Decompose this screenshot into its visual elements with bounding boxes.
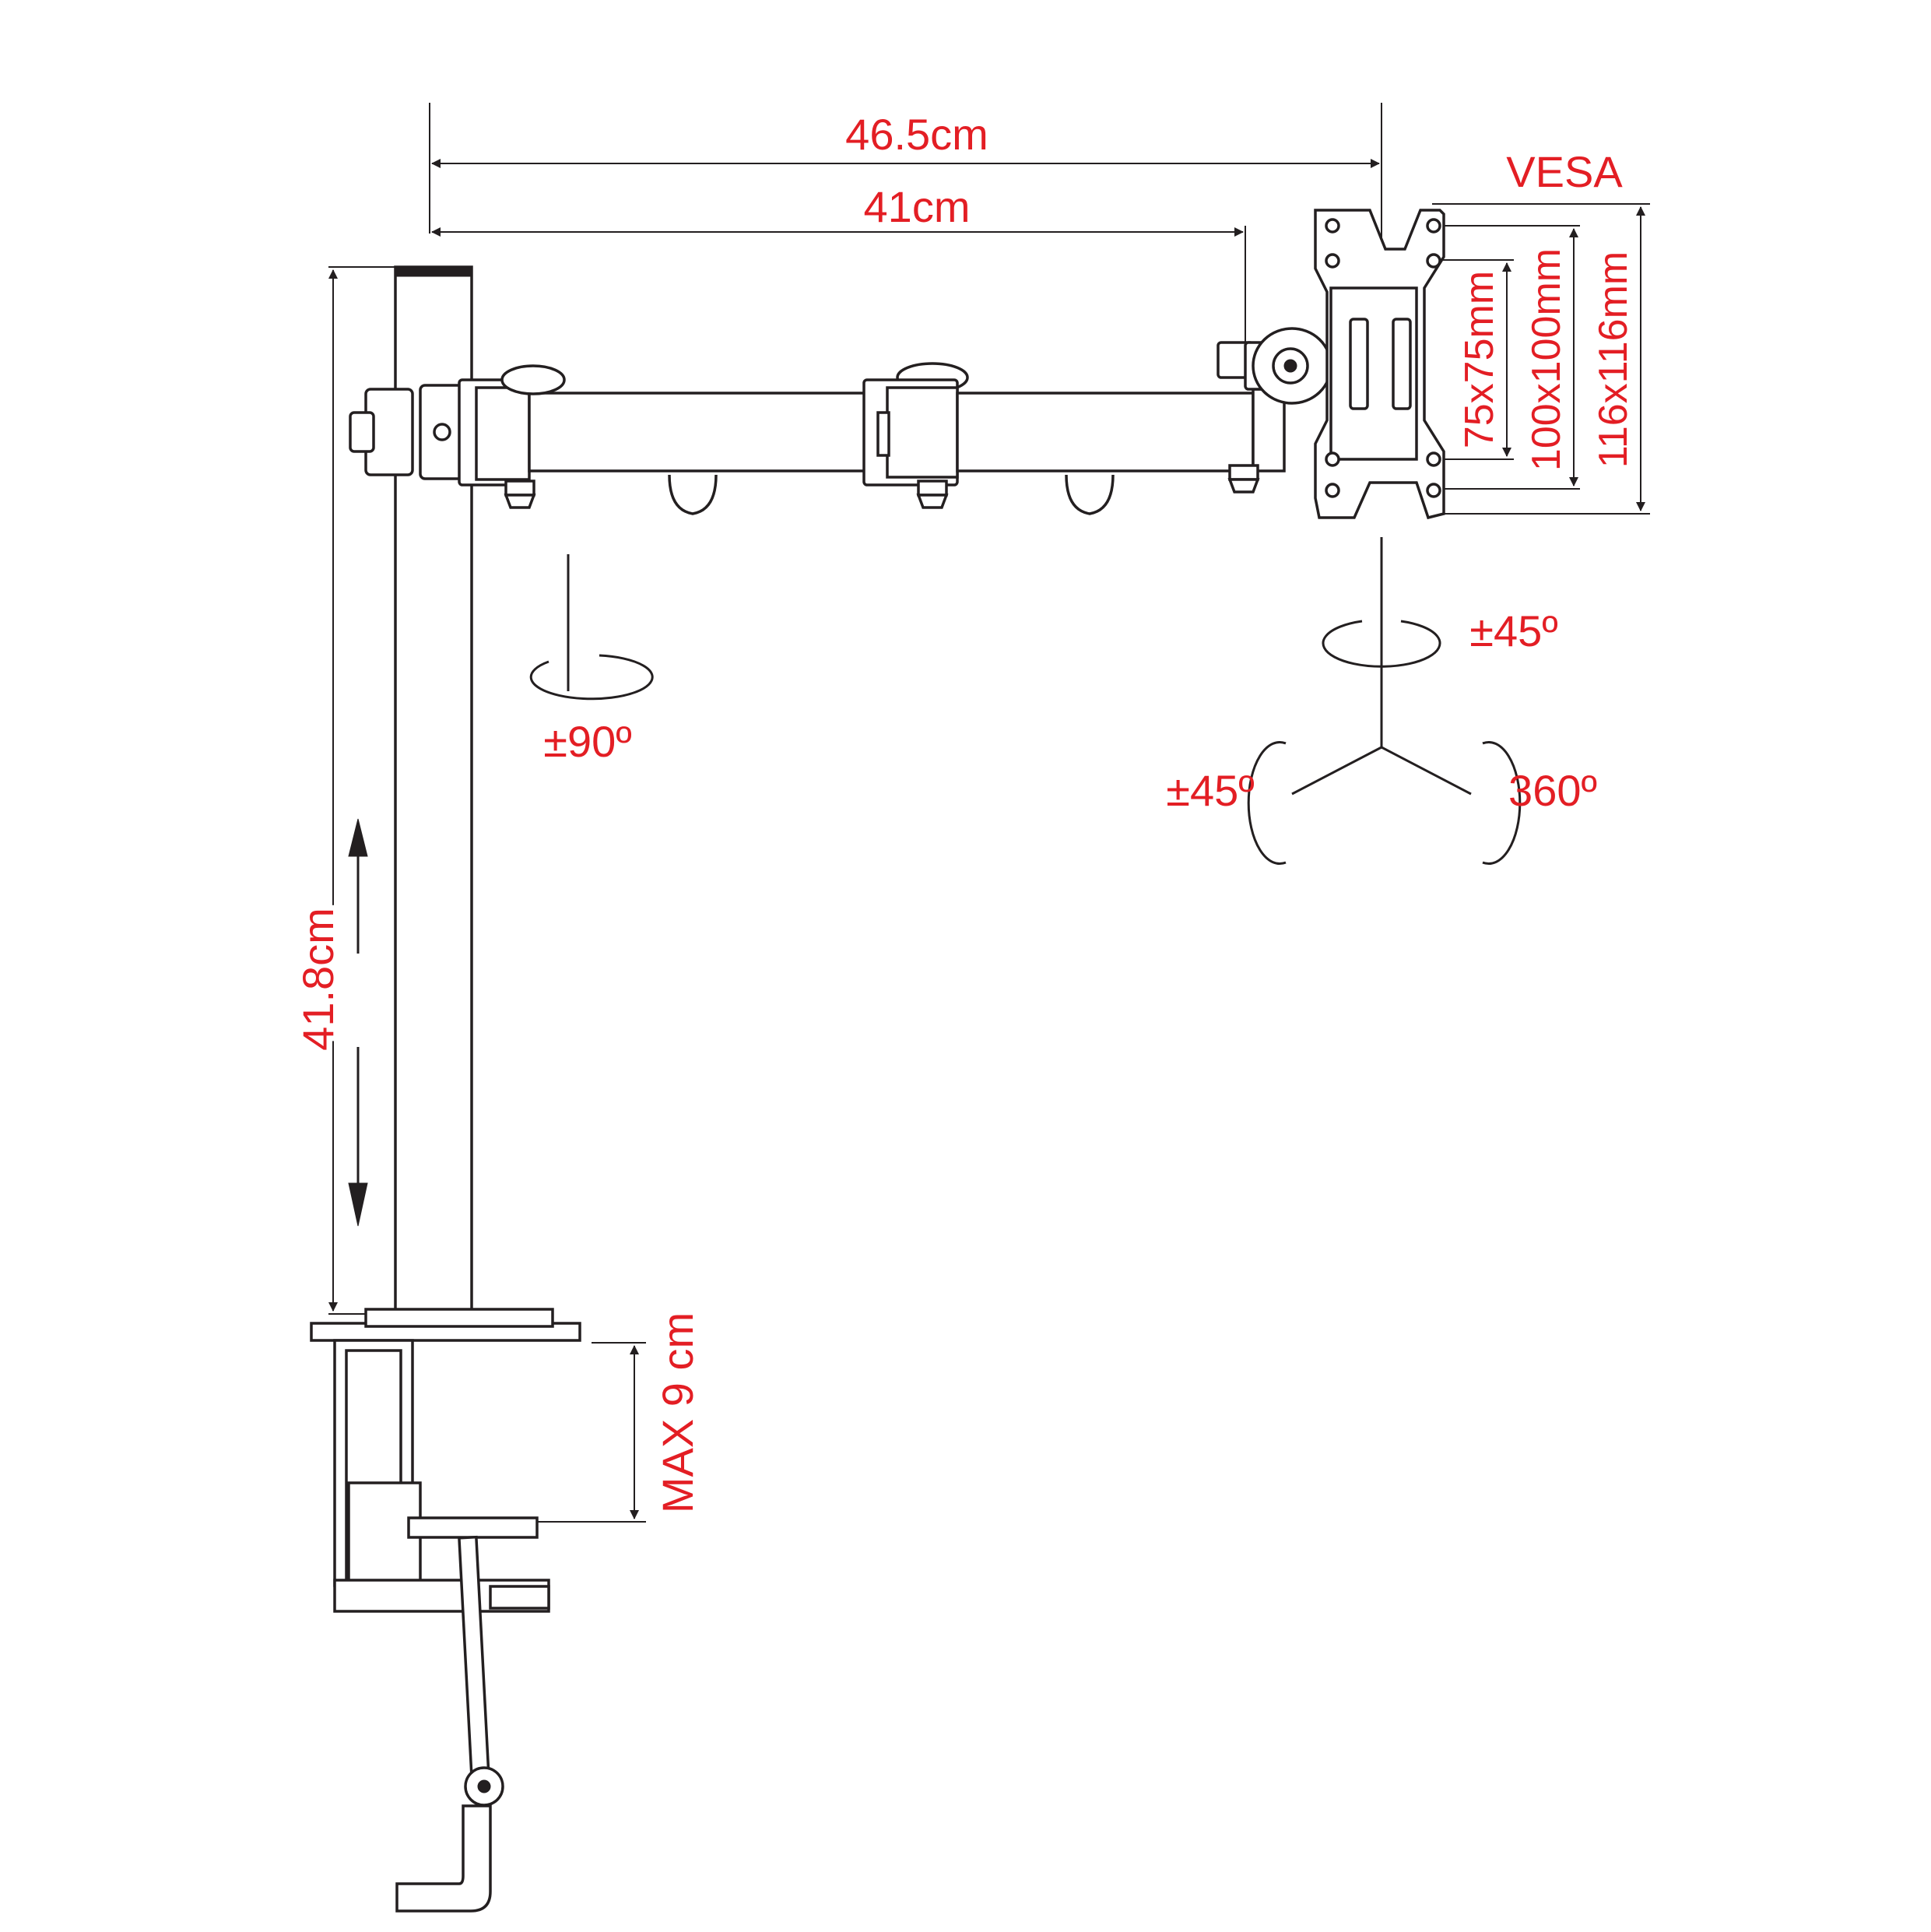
- desk-clamp: [310, 1308, 581, 1913]
- vesa-dimensions: VESA 75x75mm 100x100mm 116x116mm: [1432, 147, 1650, 515]
- pole-height-label: 41.8cm: [293, 908, 342, 1051]
- vesa-plate: [1314, 209, 1445, 520]
- head-swivel-label: ±45º: [1469, 606, 1557, 655]
- arm-length-label: 41cm: [864, 182, 971, 231]
- vesa-large-label: 116x116mm: [1591, 251, 1636, 468]
- vesa-title: VESA: [1506, 147, 1623, 196]
- total-reach-label: 46.5cm: [845, 110, 988, 159]
- dimension-total-reach: 46.5cm: [429, 103, 1382, 272]
- head-rotation-indicator: ±45º ±45º 360º: [1166, 537, 1597, 865]
- dimension-arm-length: 41cm: [431, 182, 1246, 350]
- clamp-max-label: MAX 9 cm: [653, 1312, 702, 1513]
- dimension-clamp-max: MAX 9 cm: [529, 1312, 702, 1523]
- arm: [349, 327, 1332, 515]
- vesa-small-label: 75x75mm: [1457, 271, 1502, 448]
- arm-swivel-indicator: ±90º: [529, 554, 654, 766]
- dimension-pole-height: 41.8cm: [288, 266, 405, 1315]
- head-tilt-label: ±45º: [1166, 766, 1254, 815]
- vesa-medium-label: 100x100mm: [1524, 248, 1569, 471]
- arm-swivel-label: ±90º: [543, 717, 631, 766]
- head-rotate-label: 360º: [1508, 766, 1597, 815]
